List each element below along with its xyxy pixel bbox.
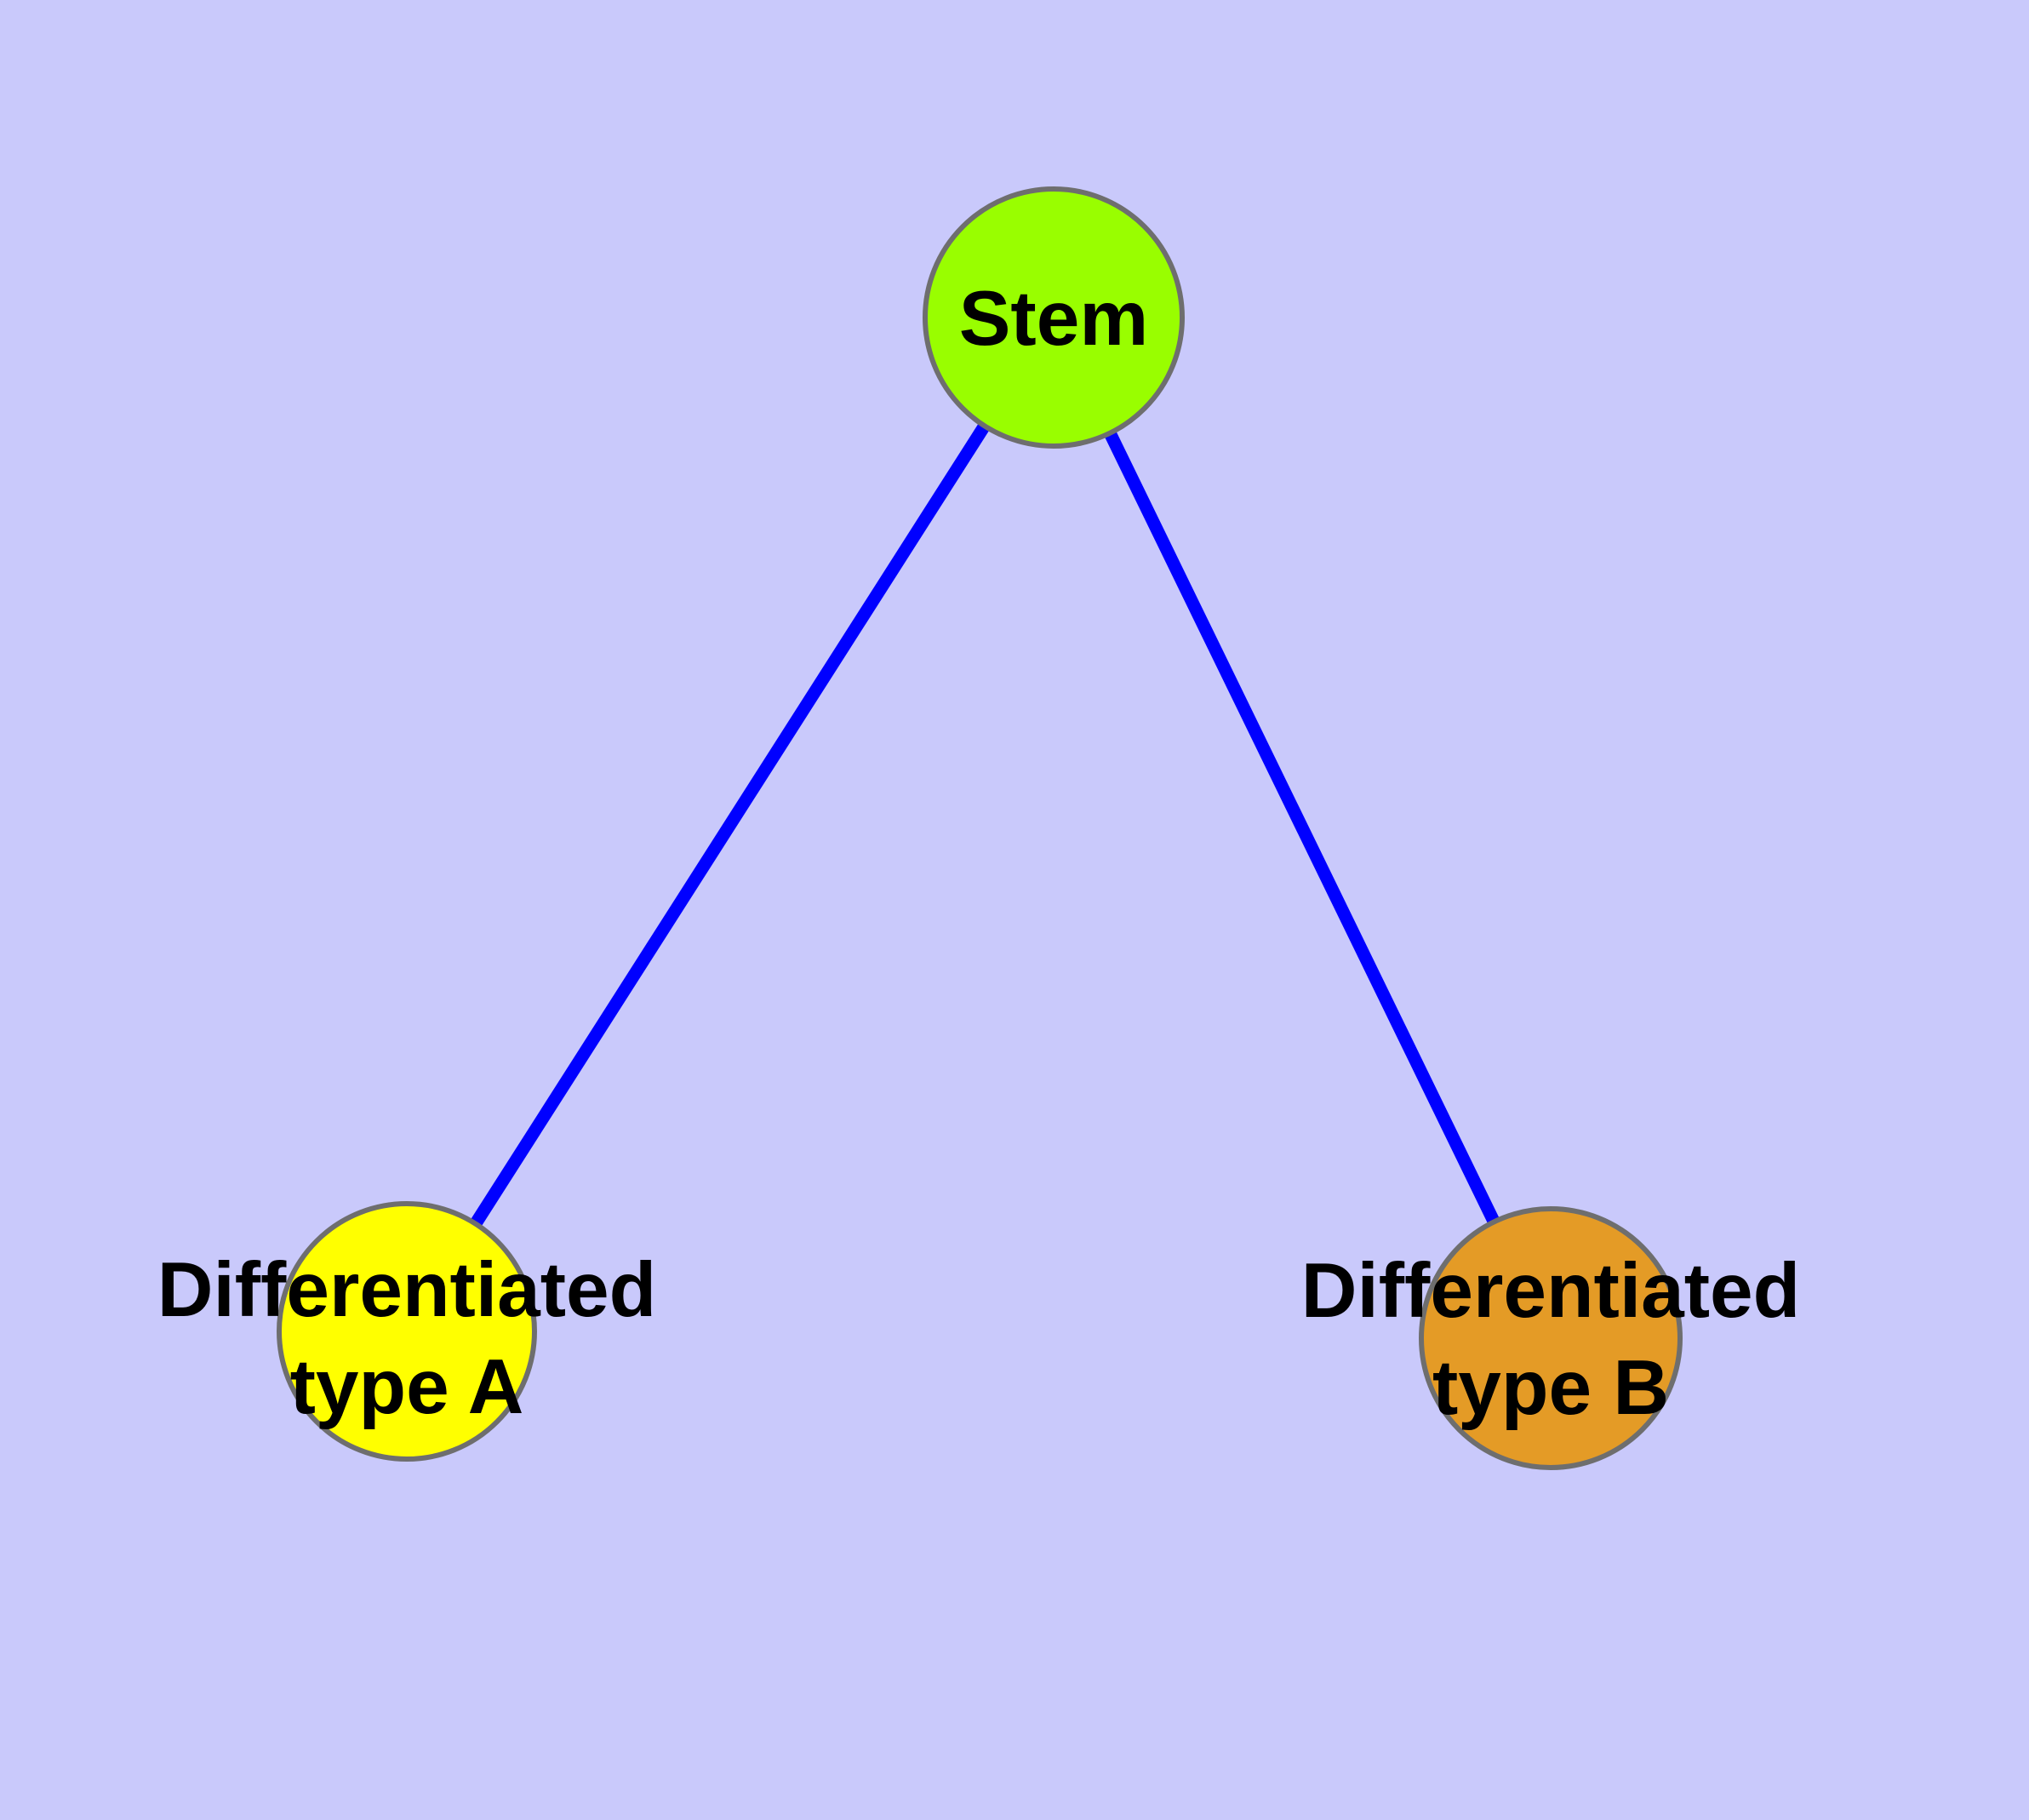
node-stem[interactable] [923, 186, 1185, 449]
node-type-b-label-line1: Differentiated [1301, 1248, 1801, 1334]
node-type-a-label-line2: type A [290, 1344, 524, 1430]
node-differentiated-type-b[interactable] [1419, 1206, 1683, 1470]
edge-stem-to-type-a [401, 313, 1060, 1336]
node-differentiated-type-a[interactable] [277, 1201, 537, 1462]
node-type-a-label-line1: Differentiated [157, 1247, 657, 1333]
node-stem-label: Stem [959, 276, 1149, 362]
edge-stem-to-type-b [1048, 314, 1557, 1342]
node-type-b-label-line2: type B [1432, 1345, 1669, 1431]
